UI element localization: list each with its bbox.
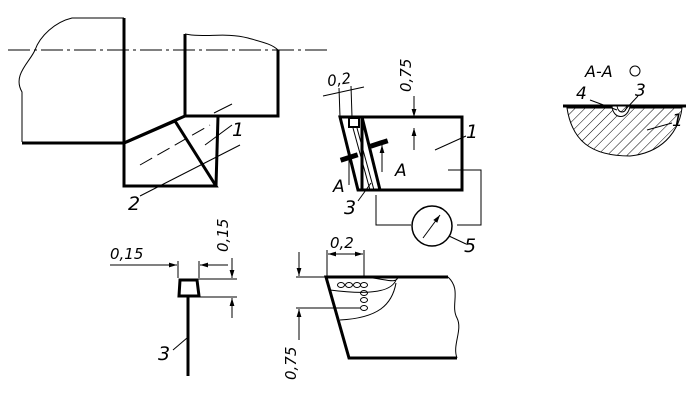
section-mark-left [339,152,359,163]
section-marker-right: A [394,161,407,181]
label-part-3-c: 3 [158,343,170,365]
weld-point [360,305,368,311]
weld-bead [348,117,360,128]
label-part-5: 5 [464,235,476,257]
test-setup-view: A A 0,2 0,75 5 1 3 [322,59,482,257]
weld-point [360,297,368,303]
dim-0-75-text: 0,75 [397,59,415,92]
dim-0-15-h-text: 0,15 [110,245,143,263]
weld-point [345,282,353,288]
dim-0-2-text: 0,2 [326,69,352,90]
hidden-edge [139,124,211,166]
weld-points [337,282,368,311]
label-part-3-a: 3 [344,197,356,219]
joint-view: 1 2 [8,17,328,215]
section-hatch-area [566,107,683,157]
weld-point [360,282,368,288]
label-part-1: 1 [232,119,244,141]
dial-gauge-icon [411,205,453,247]
dim-0-75-b-text: 0,75 [282,347,300,380]
detail-contour [324,275,457,360]
specimen-block [360,115,464,192]
break-line-left [18,17,124,142]
gauge-needle [422,214,441,239]
weld-point [360,290,368,296]
leader-1b [434,135,467,151]
leader-4 [589,99,618,111]
section-marker-left: A [332,177,345,197]
weld-core [616,105,628,113]
label-part-1-c: 1 [672,111,683,131]
weld-line-1 [352,127,371,191]
label-part-3-b: 3 [635,81,646,101]
electrode-tip [177,278,201,298]
part-contour-left [22,18,126,145]
leader-small [213,103,233,114]
fusion-arc-2 [329,279,397,293]
leader-3b [624,95,639,111]
wire-left [375,195,411,226]
dim-0-2-ext1 [338,87,341,118]
leader-3c [172,337,188,351]
weld-line-2 [356,127,375,191]
section-mark-right [369,138,389,149]
leader-1a [204,124,233,146]
label-part-1-b: 1 [466,121,478,143]
dim-0-2-line [322,86,365,97]
leader-3a [357,182,372,202]
dim-0-2-ext2 [350,85,353,118]
electrode-detail-view: 0,15 0,15 3 [110,219,237,376]
insert-plate [122,119,219,188]
section-aa-view: A-A 4 3 1 [563,62,686,157]
plate-right-edge [214,115,220,187]
label-part-2: 2 [128,193,140,215]
detail-break-line [447,276,460,359]
leader-1c [646,122,673,131]
weld-zone-detail-view: 0,2 0,75 [282,234,460,380]
part-contour-right [183,34,280,118]
wire-right [448,169,482,226]
section-title: A-A [584,62,613,81]
leader-5 [448,235,467,245]
label-part-4: 4 [576,84,587,104]
circle-rotation-icon [629,65,641,77]
dim-0-2-b-text: 0,2 [330,234,354,252]
fusion-arc-3 [339,282,397,321]
break-line-top [184,33,279,51]
leader-2a [139,144,241,197]
dim-0-15-v-text: 0,15 [214,219,232,252]
fusion-arc-1 [361,276,399,282]
weld-point [353,282,361,288]
weld-point [337,282,345,288]
